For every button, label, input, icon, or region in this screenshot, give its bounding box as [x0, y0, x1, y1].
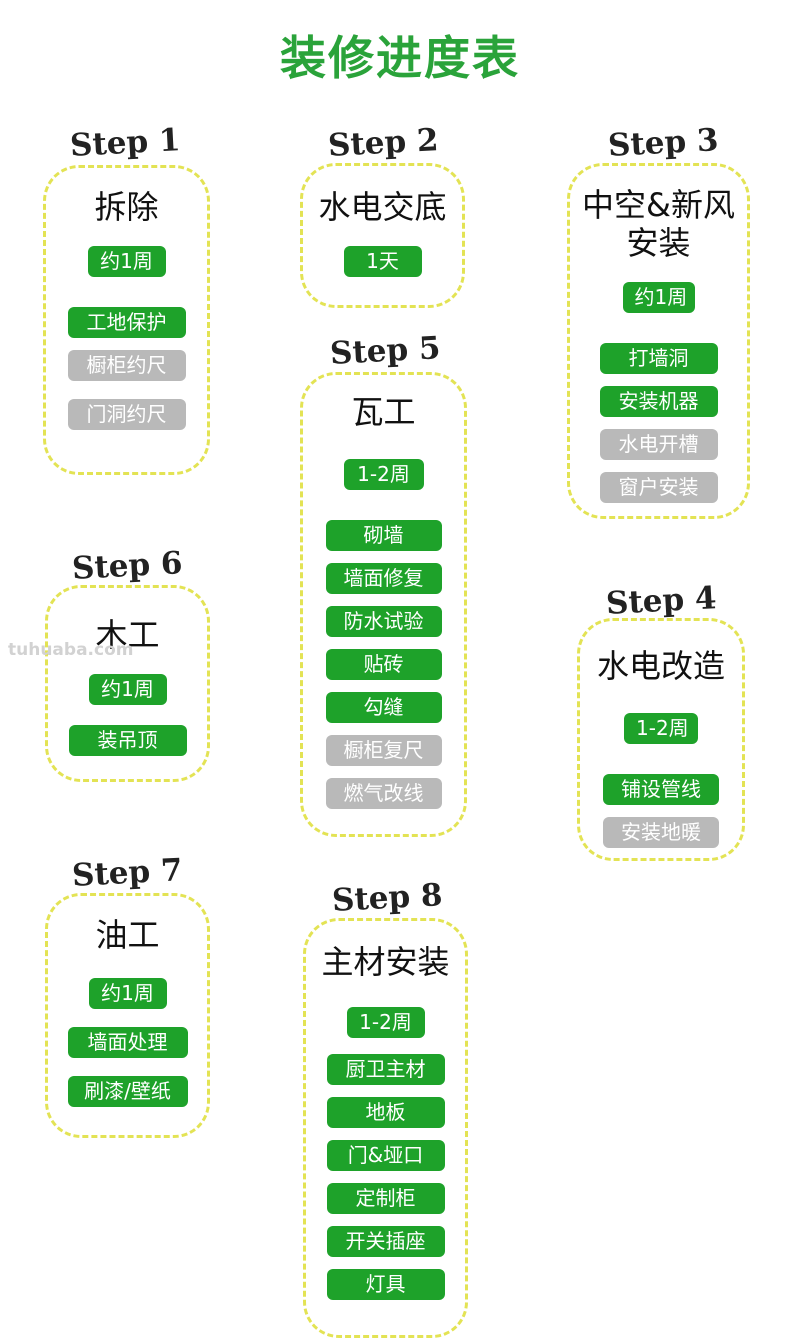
step-4-task-1: 铺设管线	[603, 774, 719, 805]
step-8-task-4: 定制柜	[326, 1183, 445, 1214]
page-title: 装修进度表	[280, 31, 520, 85]
step-2-title: 水电交底	[318, 188, 447, 226]
step-3-task-2: 安装机器	[599, 386, 718, 417]
step-8-card: 主材安装 1-2周 厨卫主材 地板 门&垭口 定制柜 开关插座 灯具	[303, 918, 468, 1338]
step-5-task-2: 墙面修复	[325, 563, 442, 594]
step-2-card: 水电交底 1天	[300, 163, 465, 308]
step-3-title: 中空&新风安装	[582, 186, 735, 262]
step-5-card: 瓦工 1-2周 砌墙 墙面修复 防水试验 贴砖 勾缝 橱柜复尺 燃气改线	[300, 372, 467, 837]
step-4-duration: 1-2周	[624, 713, 698, 744]
watermark: tuhuaba.com	[8, 640, 134, 660]
step-5-task-4: 贴砖	[325, 649, 442, 680]
step-8-task-3: 门&垭口	[326, 1140, 445, 1171]
step-8-task-1: 厨卫主材	[326, 1054, 445, 1085]
step-8-task-6: 灯具	[326, 1269, 445, 1300]
step-6-title: 木工	[95, 616, 160, 654]
step-1-duration: 约1周	[87, 246, 166, 277]
step-6-label: Step 6	[71, 545, 184, 587]
step-8-label: Step 8	[331, 877, 444, 919]
step-6-task-1: 装吊顶	[68, 725, 187, 756]
step-2-duration: 1天	[343, 246, 422, 277]
step-6-duration: 约1周	[88, 674, 167, 705]
step-5-task-1: 砌墙	[325, 520, 442, 551]
step-7-duration: 约1周	[88, 978, 167, 1009]
step-7-card: 油工 约1周 墙面处理 刷漆/壁纸	[45, 893, 210, 1138]
step-4-task-2: 安装地暖	[603, 817, 719, 848]
step-4-title: 水电改造	[596, 647, 725, 685]
step-3-task-4: 窗户安装	[599, 472, 718, 503]
step-1-title: 拆除	[94, 188, 159, 226]
step-5-title: 瓦工	[351, 393, 416, 431]
step-7-task-1: 墙面处理	[67, 1027, 188, 1058]
step-1-task-1: 工地保护	[67, 307, 186, 338]
step-3-task-1: 打墙洞	[599, 343, 718, 374]
step-7-task-2: 刷漆/壁纸	[67, 1076, 188, 1107]
step-7-label: Step 7	[71, 852, 184, 894]
step-3-task-3: 水电开槽	[599, 429, 718, 460]
step-1-label: Step 1	[69, 122, 182, 164]
step-5-duration: 1-2周	[343, 459, 424, 490]
step-5-task-5: 勾缝	[325, 692, 442, 723]
step-1-task-3: 门洞约尺	[67, 399, 186, 430]
step-5-task-3: 防水试验	[325, 606, 442, 637]
step-5-task-6: 橱柜复尺	[325, 735, 442, 766]
step-5-label: Step 5	[329, 330, 442, 372]
step-8-duration: 1-2周	[346, 1007, 425, 1038]
step-4-label: Step 4	[605, 580, 718, 622]
step-3-label: Step 3	[607, 122, 720, 164]
step-1-task-2: 橱柜约尺	[67, 350, 186, 381]
step-3-card: 中空&新风安装 约1周 打墙洞 安装机器 水电开槽 窗户安装	[567, 163, 750, 519]
step-8-task-2: 地板	[326, 1097, 445, 1128]
step-4-card: 水电改造 1-2周 铺设管线 安装地暖	[577, 618, 745, 861]
step-3-duration: 约1周	[622, 282, 695, 313]
step-8-task-5: 开关插座	[326, 1226, 445, 1257]
step-7-title: 油工	[95, 916, 160, 954]
step-6-card: 木工 约1周 装吊顶	[45, 585, 210, 782]
step-2-label: Step 2	[327, 122, 440, 164]
step-8-title: 主材安装	[321, 943, 450, 981]
step-1-card: 拆除 约1周 工地保护 橱柜约尺 门洞约尺	[43, 165, 210, 475]
step-5-task-7: 燃气改线	[325, 778, 442, 809]
